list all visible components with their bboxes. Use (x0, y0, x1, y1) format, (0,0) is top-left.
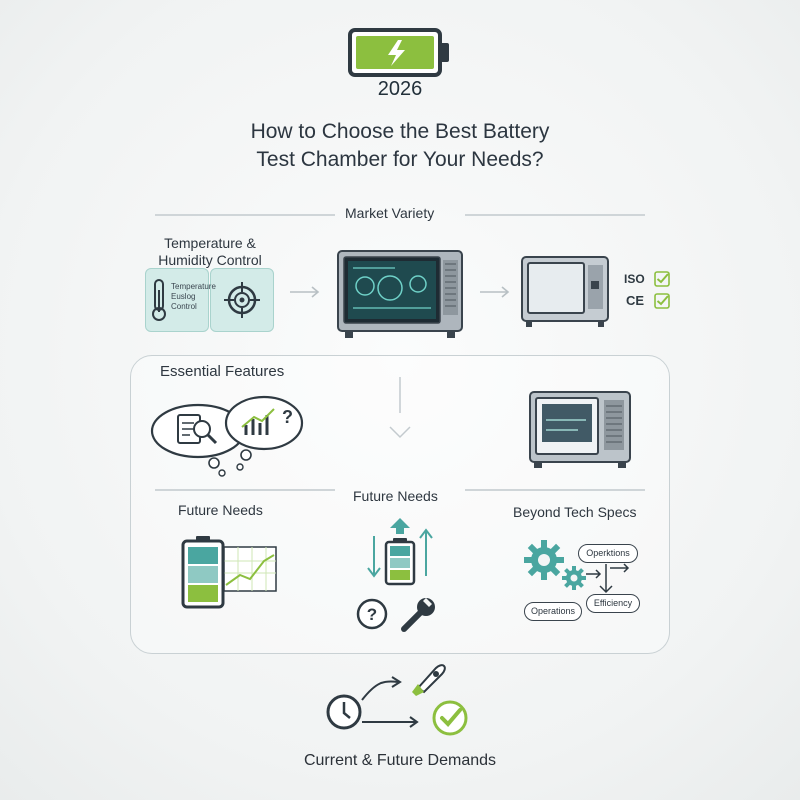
wrench-icon (401, 598, 435, 632)
check-icon (654, 271, 670, 287)
flow-arrows-icon (586, 563, 630, 594)
check-icon (654, 293, 670, 309)
timeline-icon (326, 664, 468, 736)
future-needs-center-heading: Future Needs (353, 488, 438, 504)
beyond-tech-specs-heading: Beyond Tech Specs (513, 504, 637, 520)
gears-icon (524, 540, 586, 590)
question-icon: ? (356, 598, 388, 630)
cert-ce-label: CE (626, 293, 645, 308)
market-variety-heading: Market Variety (345, 205, 435, 221)
svg-text:?: ? (282, 407, 293, 427)
battery-scaling-icon (367, 518, 433, 586)
pill-efficiency: Efficiency (586, 594, 640, 613)
divider-right (465, 214, 645, 216)
footer-label: Current & Future Demands (303, 752, 497, 769)
target-tile (210, 268, 274, 332)
arrow-right-icon (480, 286, 510, 298)
panel-divider-right (465, 489, 645, 491)
thermometer-icon (152, 279, 166, 321)
page-title: How to Choose the Best Battery Test Cham… (0, 118, 800, 174)
test-chamber-small-icon (521, 256, 609, 327)
battery-chart-icon (181, 536, 277, 609)
thought-bubble-analysis-icon: ? (150, 395, 304, 477)
divider-left (155, 214, 335, 216)
test-chamber-large-icon (337, 250, 463, 338)
title-line-1: How to Choose the Best Battery (250, 120, 550, 143)
panel-divider-left (155, 489, 335, 491)
title-line-2: Test Chamber for Your Needs? (256, 148, 544, 171)
essential-features-heading: Essential Features (160, 363, 285, 380)
arrow-right-icon (290, 286, 320, 298)
pill-operations: Operations (524, 602, 582, 621)
pill-operktions: Operktions (578, 544, 638, 563)
arrow-down-icon (389, 377, 411, 439)
test-chamber-panel-icon (529, 391, 631, 468)
year-label: 2026 (377, 78, 423, 100)
tile-text: Temperature Euslog Control (171, 282, 216, 311)
svg-text:?: ? (367, 605, 377, 624)
target-icon (224, 282, 260, 318)
future-needs-left-heading: Future Needs (178, 502, 263, 518)
cert-iso-label: ISO (624, 272, 645, 286)
battery-charging-icon (348, 28, 449, 77)
temp-humidity-label: Temperature & Humidity Control (158, 235, 262, 268)
